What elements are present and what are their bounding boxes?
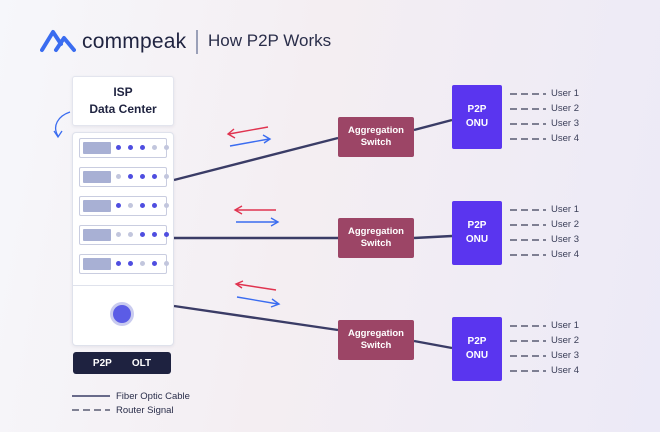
fiber-line-4 [413,118,453,132]
olt-server-rack [72,132,174,346]
aggregation-switch-label: Switch [360,137,392,148]
aggregation-switch-label: Switch [360,238,392,249]
user-label: User 3 [551,234,579,245]
aggregation-switch-label: Aggregation [348,125,404,136]
signal-arrows-1 [226,126,272,147]
user-label: User 2 [551,335,579,346]
onu-label: ONU [465,118,489,129]
aggregation-switch-label: Aggregation [348,226,404,237]
aggregation-switch-label: Switch [360,340,392,351]
user-label: User 4 [551,365,579,376]
aggregation-switch: Aggregation Switch [338,117,414,157]
fiber-line-5 [413,234,453,240]
router-signal-lines-3 [510,325,546,372]
rack-slot [79,138,169,158]
router-signal-lines-1 [510,93,546,140]
p2p-onu: P2P ONU [452,85,502,149]
fiber-line-3 [173,304,339,332]
isp-data-center-label: ISP Data Center [72,76,174,126]
signal-arrows-3 [234,280,281,308]
onu-label: ONU [465,234,489,245]
aggregation-switch: Aggregation Switch [338,320,414,360]
signal-arrows-2 [233,205,280,227]
olt-word-1: P2P [92,357,112,369]
user-label: User 1 [551,320,579,331]
isp-subtitle: Data Center [89,102,157,116]
page-title: How P2P Works [208,31,332,50]
rack-slot [79,225,169,245]
user-label: User 3 [551,118,579,129]
user-label: User 3 [551,350,579,361]
p2p-onu: P2P ONU [452,201,502,265]
user-label: User 2 [551,103,579,114]
brand-name: commpeak [82,30,187,53]
power-button-icon [113,305,131,323]
rack-slot [79,167,169,187]
mountain-peaks-icon [40,30,76,52]
p2p-onu: P2P ONU [452,317,502,381]
user-label: User 4 [551,249,579,260]
olt-word-2: OLT [131,357,152,369]
router-signal-lines-2 [510,209,546,256]
header-divider [196,30,198,54]
header: commpeak How P2P Works [40,28,360,58]
rack-divider [73,285,173,286]
p2p-olt-label: P2P OLT [73,352,171,374]
onu-label: P2P [467,104,487,115]
aggregation-switch-label: Aggregation [348,328,404,339]
rack-slot [79,196,169,216]
legend-fiber-label: Fiber Optic Cable [116,391,190,402]
fiber-line-1 [173,136,339,182]
fiber-line-6 [413,339,453,350]
legend-router-label: Router Signal [116,405,174,416]
rack-slot [79,254,169,274]
user-label: User 1 [551,88,579,99]
user-label: User 2 [551,219,579,230]
user-label: User 1 [551,204,579,215]
user-label: User 4 [551,133,579,144]
isp-title: ISP [113,85,133,99]
onu-label: P2P [467,336,487,347]
aggregation-switch: Aggregation Switch [338,218,414,258]
onu-label: P2P [467,220,487,231]
onu-label: ONU [465,350,489,361]
pointer-arrow-icon [55,111,71,137]
